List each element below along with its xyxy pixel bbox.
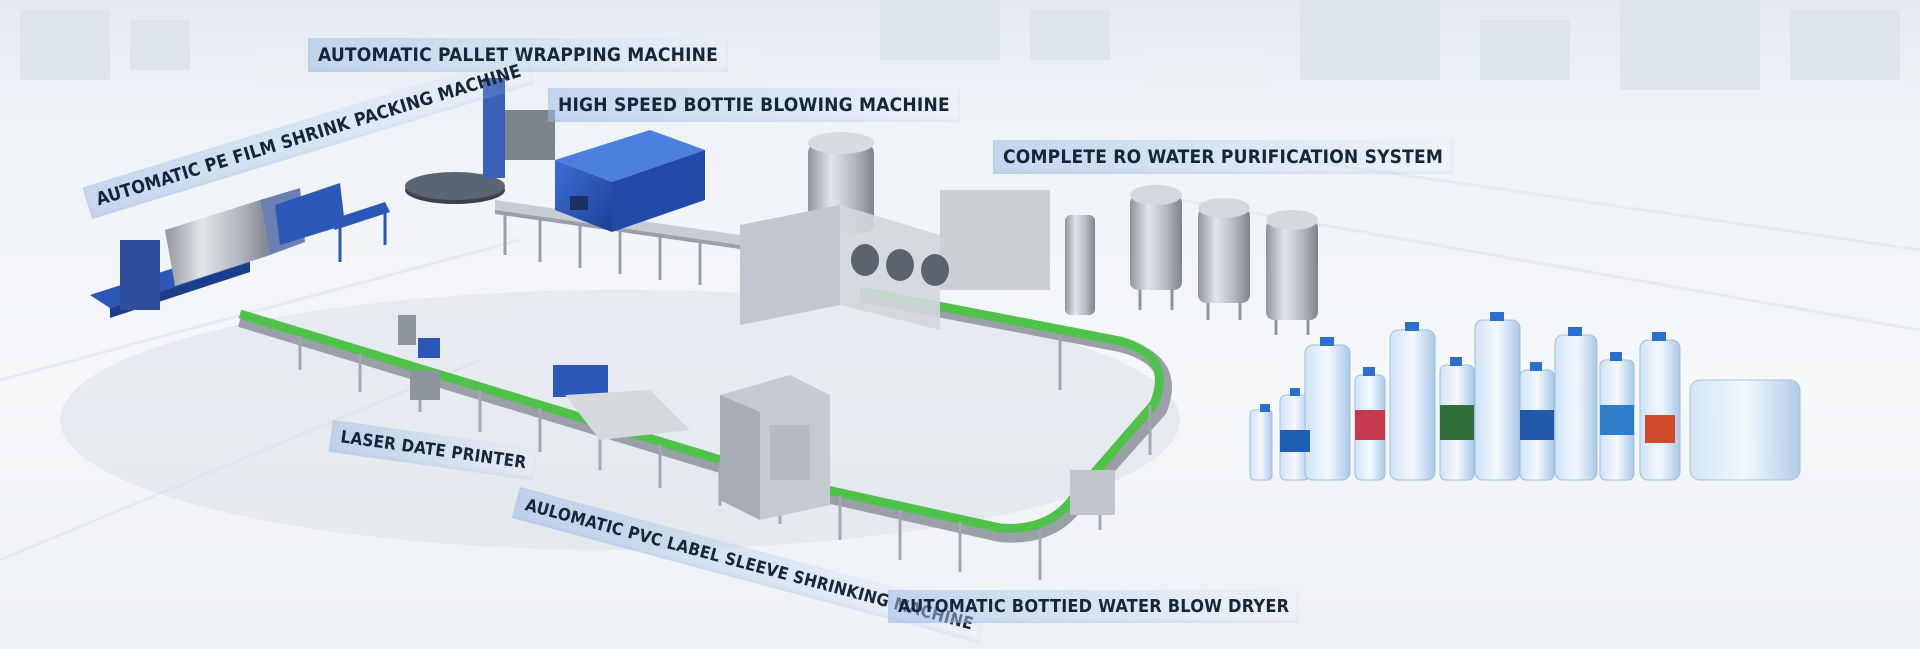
label-blow-dryer: AUTOMATIC BOTTIED WATER BLOW DRYER: [888, 590, 1300, 623]
laser-date-printer: [398, 315, 440, 400]
filling-machine: [740, 132, 949, 330]
pvc-label-sleeve-machine: [553, 365, 830, 520]
label-ro-purification-system: COMPLETE RO WATER PURIFICATION SYSTEM: [993, 140, 1454, 174]
pe-film-shrink-packer: [90, 183, 390, 318]
label-bottle-blowing-machine: HIGH SPEED BOTTIE BLOWING MACHINE: [548, 88, 960, 122]
bottle-blowing-machine: [555, 130, 705, 232]
pallet-wrapping-machine: [405, 78, 555, 204]
ro-purification-tanks: [940, 185, 1318, 335]
bottled-water-products: [1249, 312, 1801, 481]
blow-dryer: [1070, 470, 1115, 515]
